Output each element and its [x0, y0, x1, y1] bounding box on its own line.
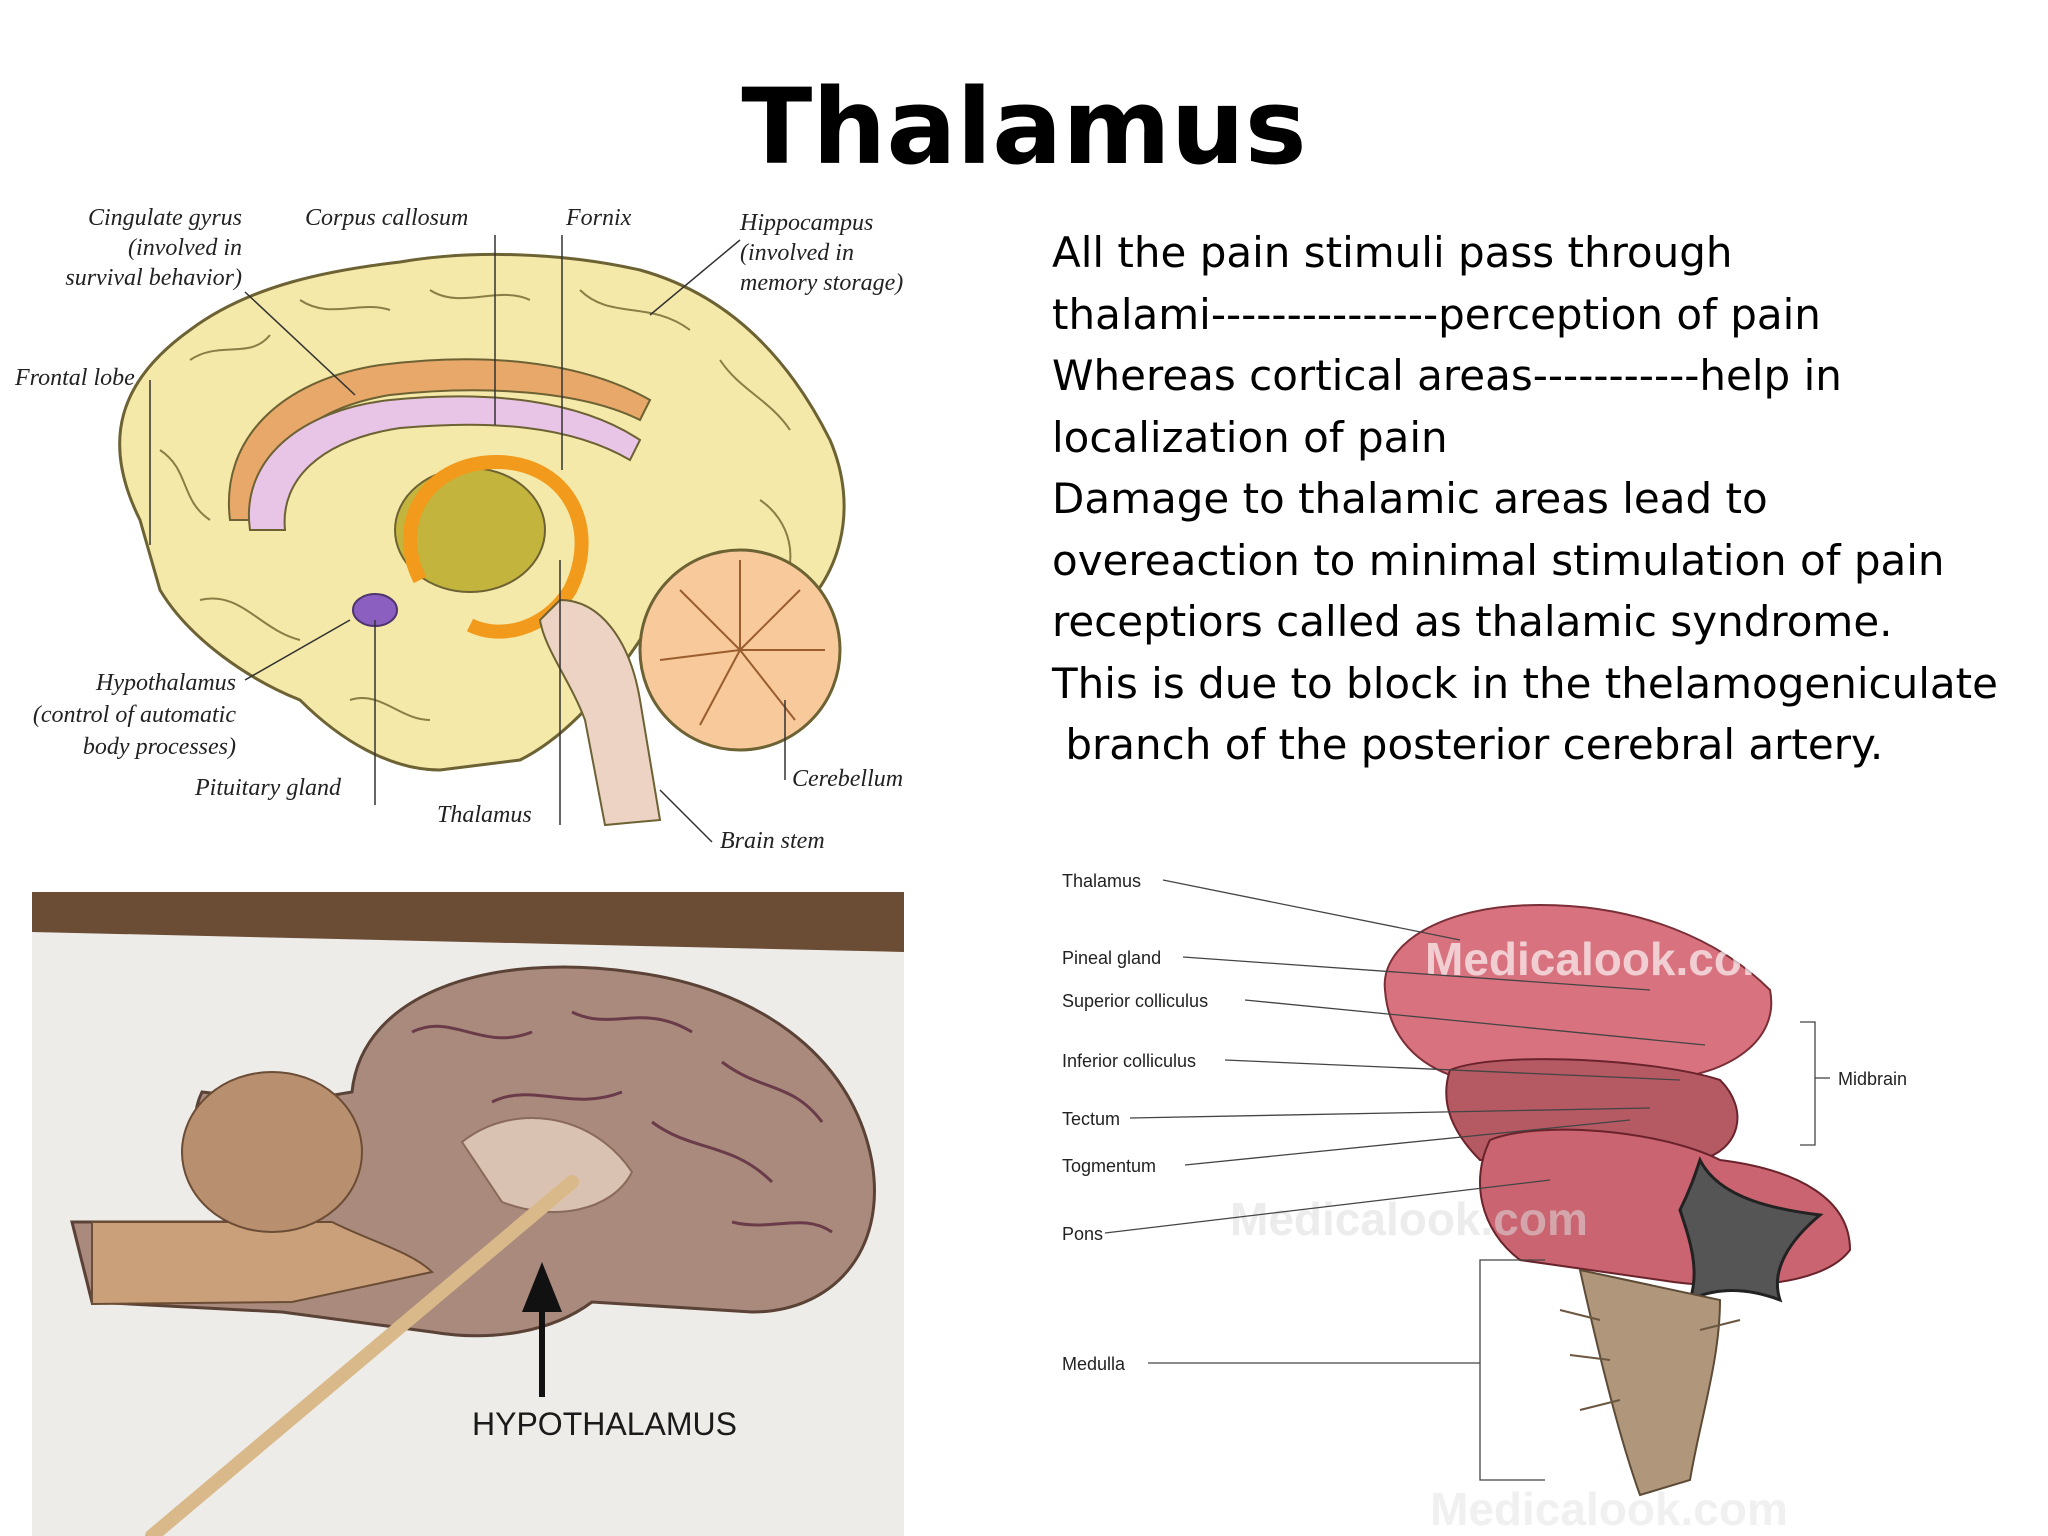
medulla-nerve-lines: [1559, 1309, 1741, 1411]
cerebellum-specimen: [181, 1071, 363, 1233]
brainstem-specimen: [91, 1221, 435, 1306]
label-midbrain: Midbrain: [1838, 1069, 1907, 1089]
arrow-head-icon: [522, 1262, 562, 1312]
label-cingulate-gyrus-note: survival behavior): [65, 265, 242, 291]
brainstem-diagram: Medicalook.com Medicalook.com Medicalook…: [1062, 871, 1907, 1535]
body-line: All the pain stimuli pass through: [1052, 228, 1733, 277]
label-pituitary-gland: Pituitary gland: [194, 775, 342, 801]
label-hippocampus-note: (involved in: [740, 240, 854, 266]
label-hypothalamus: Hypothalamus: [95, 670, 236, 696]
watermark: Medicalook.com: [1425, 933, 1783, 985]
label-pineal-gland: Pineal gland: [1062, 948, 1161, 968]
label-tectum: Tectum: [1062, 1109, 1120, 1129]
corpus-callosum-shape: [247, 395, 642, 531]
body-line: localization of pain: [1052, 412, 1448, 462]
cerebellum-folia: [659, 560, 825, 726]
label-hypothalamus-note: body processes): [83, 734, 236, 760]
label-pons: Pons: [1062, 1224, 1103, 1244]
leader-lines: [149, 235, 786, 843]
body-line: branch of the posterior cerebral artery.: [1052, 720, 1884, 769]
sulci-lines: [411, 1010, 833, 1234]
slide-title: Thalamus: [741, 66, 1307, 188]
label-corpus-callosum: Corpus callosum: [305, 205, 468, 231]
label-tegmentum: Togmentum: [1062, 1156, 1156, 1176]
body-text: All the pain stimuli pass through thalam…: [1052, 222, 2012, 776]
probe-stick: [145, 1175, 579, 1536]
watermark: Medicalook.com: [1430, 1483, 1788, 1535]
label-frontal-lobe: Frontal lobe: [14, 365, 135, 391]
label-brain-stem: Brain stem: [720, 828, 825, 854]
label-cingulate-gyrus-note: (involved in: [128, 235, 242, 261]
body-line: overeaction to minimal stimulation of pa…: [1052, 535, 1945, 585]
body-line: This is due to block in the thelamogenic…: [1052, 658, 1998, 708]
fornix-shape: [403, 454, 589, 639]
brain-stem-shape: [538, 598, 662, 827]
label-thalamus: Thalamus: [437, 802, 532, 828]
label-inferior-colliculus: Inferior colliculus: [1062, 1051, 1196, 1071]
watermark: Medicalook.com: [1230, 1193, 1588, 1245]
body-line: thalami---------------perception of pain: [1052, 289, 1821, 339]
label-hippocampus-note: memory storage): [740, 270, 903, 296]
sagittal-brain-diagram: Cingulate gyrus (involved in survival be…: [14, 205, 903, 854]
thalamus-tissue-shape: [1383, 903, 1773, 1082]
brainstem-leader-lines: [1104, 879, 1830, 1481]
label-cerebellum: Cerebellum: [792, 766, 903, 792]
body-line: receptiors called as thalamic syndrome.: [1052, 597, 1893, 646]
label-hypothalamus-photo: HYPOTHALAMUS: [472, 1406, 737, 1442]
label-cingulate-gyrus: Cingulate gyrus: [88, 205, 242, 231]
label-hippocampus: Hippocampus: [739, 210, 873, 236]
label-hypothalamus-note: (control of automatic: [33, 702, 236, 728]
label-superior-colliculus: Superior colliculus: [1062, 991, 1208, 1011]
label-fornix: Fornix: [565, 205, 632, 231]
label-thalamus: Thalamus: [1062, 871, 1141, 891]
body-line: Whereas cortical areas-----------help in: [1052, 351, 1842, 400]
label-medulla: Medulla: [1062, 1354, 1126, 1374]
dissection-photo: HYPOTHALAMUS: [32, 892, 904, 1536]
body-line: Damage to thalamic areas lead to: [1052, 474, 1768, 523]
gyri-lines: [159, 289, 792, 721]
medulla-tissue-shape: [1578, 1268, 1722, 1497]
fourth-ventricle-shape: [1678, 1156, 1824, 1303]
